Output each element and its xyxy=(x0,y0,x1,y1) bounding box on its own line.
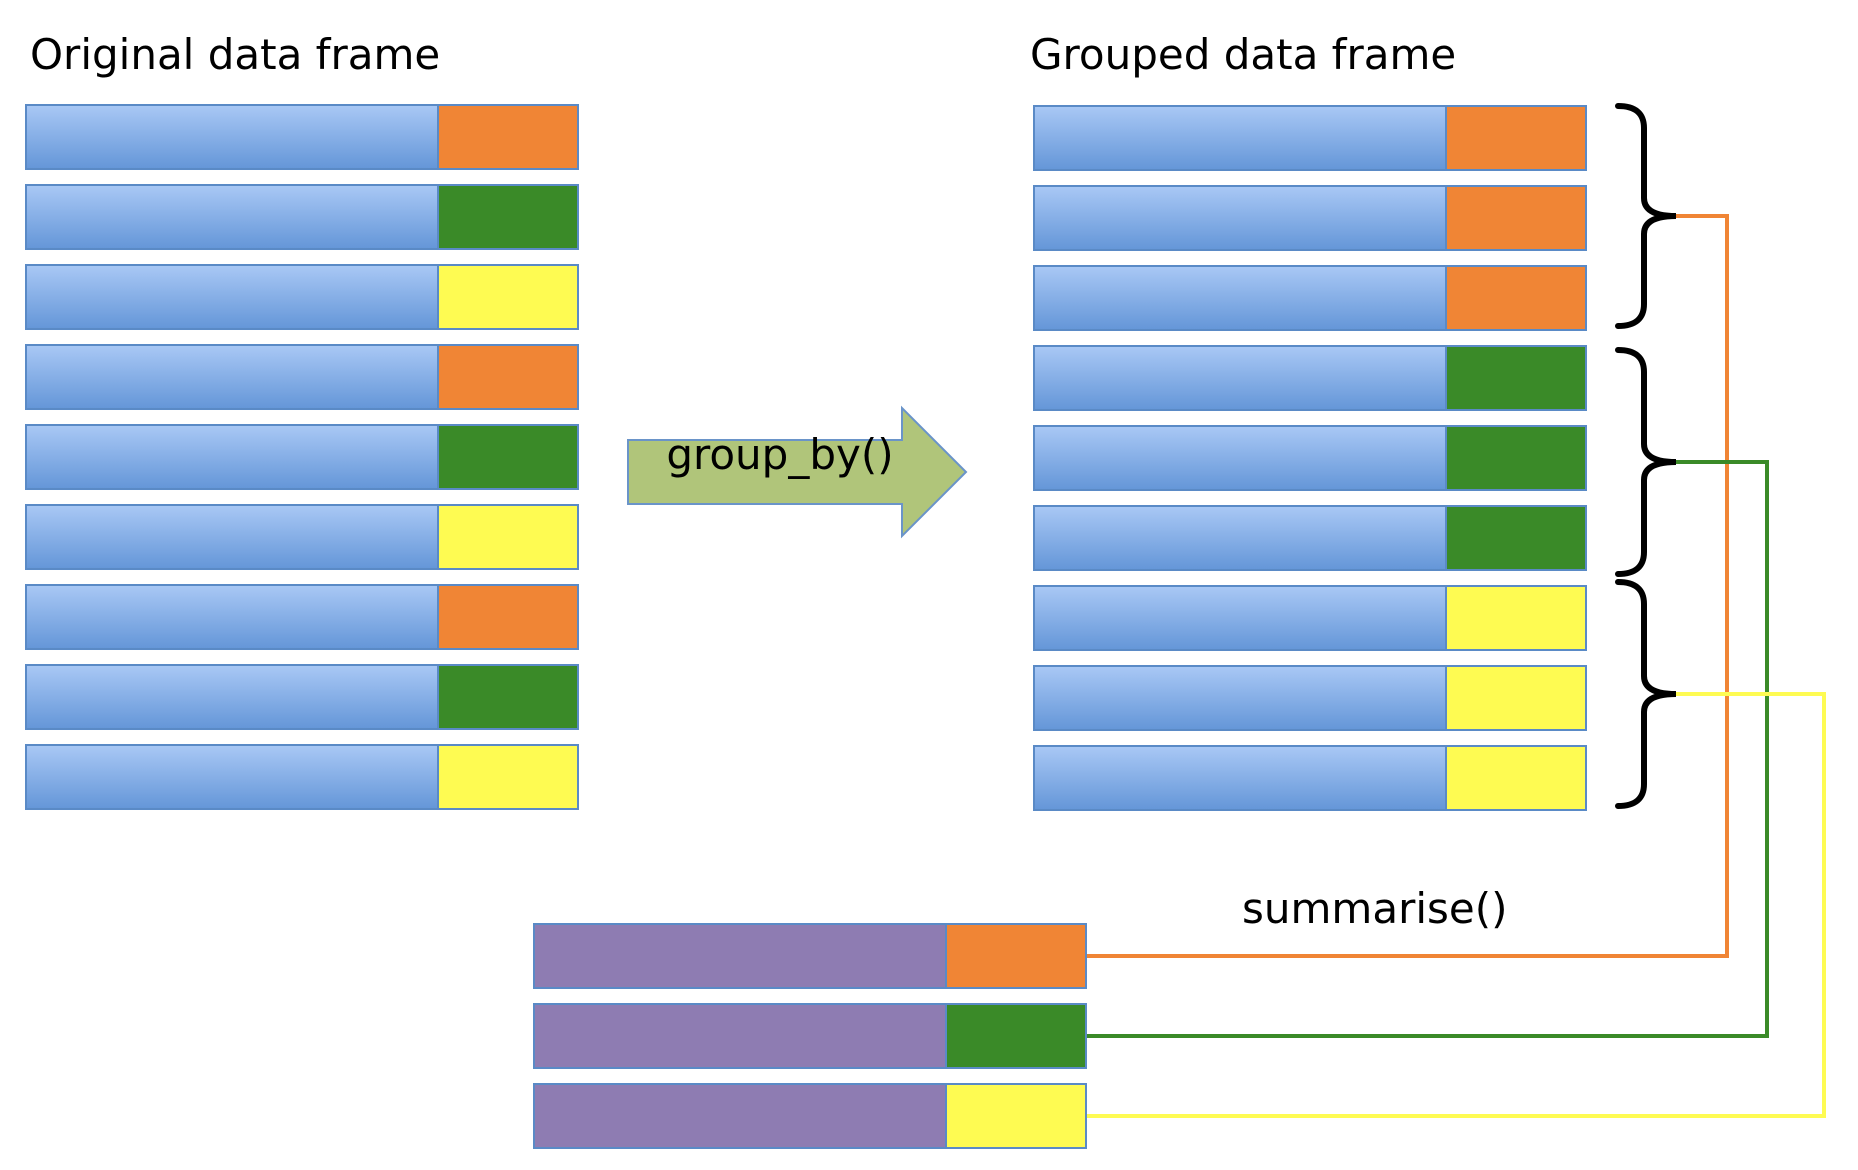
group-braces xyxy=(1615,103,1677,809)
row-body xyxy=(533,1083,947,1149)
original-row xyxy=(25,184,579,250)
original-data-frame xyxy=(25,104,579,810)
row-body xyxy=(1033,585,1447,651)
row-body xyxy=(1033,665,1447,731)
original-row xyxy=(25,504,579,570)
connector-yellow xyxy=(1086,692,1826,1118)
row-body xyxy=(1033,345,1447,411)
group-by-arrow xyxy=(627,405,968,539)
grouped-data-frame-title: Grouped data frame xyxy=(1030,30,1457,79)
row-body xyxy=(25,344,439,410)
row-body xyxy=(25,104,439,170)
summarise-label: summarise() xyxy=(1242,884,1508,933)
group-key-yellow xyxy=(437,744,579,810)
grouped-row xyxy=(1033,505,1587,571)
summarise-connectors xyxy=(1086,214,1826,1118)
group-key-green xyxy=(1445,345,1587,411)
original-row xyxy=(25,264,579,330)
group-key-orange xyxy=(1445,105,1587,171)
summary-row xyxy=(533,923,1087,989)
grouped-row xyxy=(1033,185,1587,251)
row-body xyxy=(1033,105,1447,171)
row-body xyxy=(1033,425,1447,491)
original-row xyxy=(25,104,579,170)
row-body xyxy=(1033,505,1447,571)
group-brace xyxy=(1615,347,1677,577)
group-key-green xyxy=(1445,425,1587,491)
connector-green xyxy=(1086,460,1769,1038)
group-key-green xyxy=(437,664,579,730)
group-key-orange xyxy=(437,104,579,170)
connector-orange xyxy=(1086,214,1729,958)
row-body xyxy=(25,744,439,810)
group-key-yellow xyxy=(1445,585,1587,651)
grouped-row xyxy=(1033,425,1587,491)
grouped-row xyxy=(1033,265,1587,331)
group-key-orange xyxy=(1445,185,1587,251)
grouped-row xyxy=(1033,665,1587,731)
group-key-yellow xyxy=(437,264,579,330)
summarised-data-frame xyxy=(533,923,1087,1149)
row-body xyxy=(533,923,947,989)
grouped-row xyxy=(1033,105,1587,171)
summary-row xyxy=(533,1083,1087,1149)
group-brace xyxy=(1615,103,1677,329)
original-row xyxy=(25,744,579,810)
group-key-green xyxy=(945,1003,1087,1069)
row-body xyxy=(1033,185,1447,251)
group-brace xyxy=(1615,579,1677,809)
group-key-yellow xyxy=(437,504,579,570)
row-body xyxy=(25,264,439,330)
row-body xyxy=(533,1003,947,1069)
row-body xyxy=(25,504,439,570)
group-key-yellow xyxy=(945,1083,1087,1149)
grouped-row xyxy=(1033,585,1587,651)
row-body xyxy=(25,584,439,650)
original-row xyxy=(25,584,579,650)
original-data-frame-title: Original data frame xyxy=(30,30,441,79)
group-key-orange xyxy=(945,923,1087,989)
group-key-yellow xyxy=(1445,665,1587,731)
row-body xyxy=(1033,745,1447,811)
group-key-green xyxy=(1445,505,1587,571)
original-row xyxy=(25,664,579,730)
row-body xyxy=(1033,265,1447,331)
row-body xyxy=(25,424,439,490)
group-key-orange xyxy=(437,344,579,410)
row-body xyxy=(25,184,439,250)
group-key-green xyxy=(437,424,579,490)
original-row xyxy=(25,424,579,490)
group-key-orange xyxy=(437,584,579,650)
group-by-label: group_by() xyxy=(666,429,894,479)
group-key-green xyxy=(437,184,579,250)
grouped-row xyxy=(1033,345,1587,411)
group-key-yellow xyxy=(1445,745,1587,811)
summary-row xyxy=(533,1003,1087,1069)
group-key-orange xyxy=(1445,265,1587,331)
grouped-data-frame xyxy=(1033,105,1587,811)
original-row xyxy=(25,344,579,410)
grouped-row xyxy=(1033,745,1587,811)
row-body xyxy=(25,664,439,730)
